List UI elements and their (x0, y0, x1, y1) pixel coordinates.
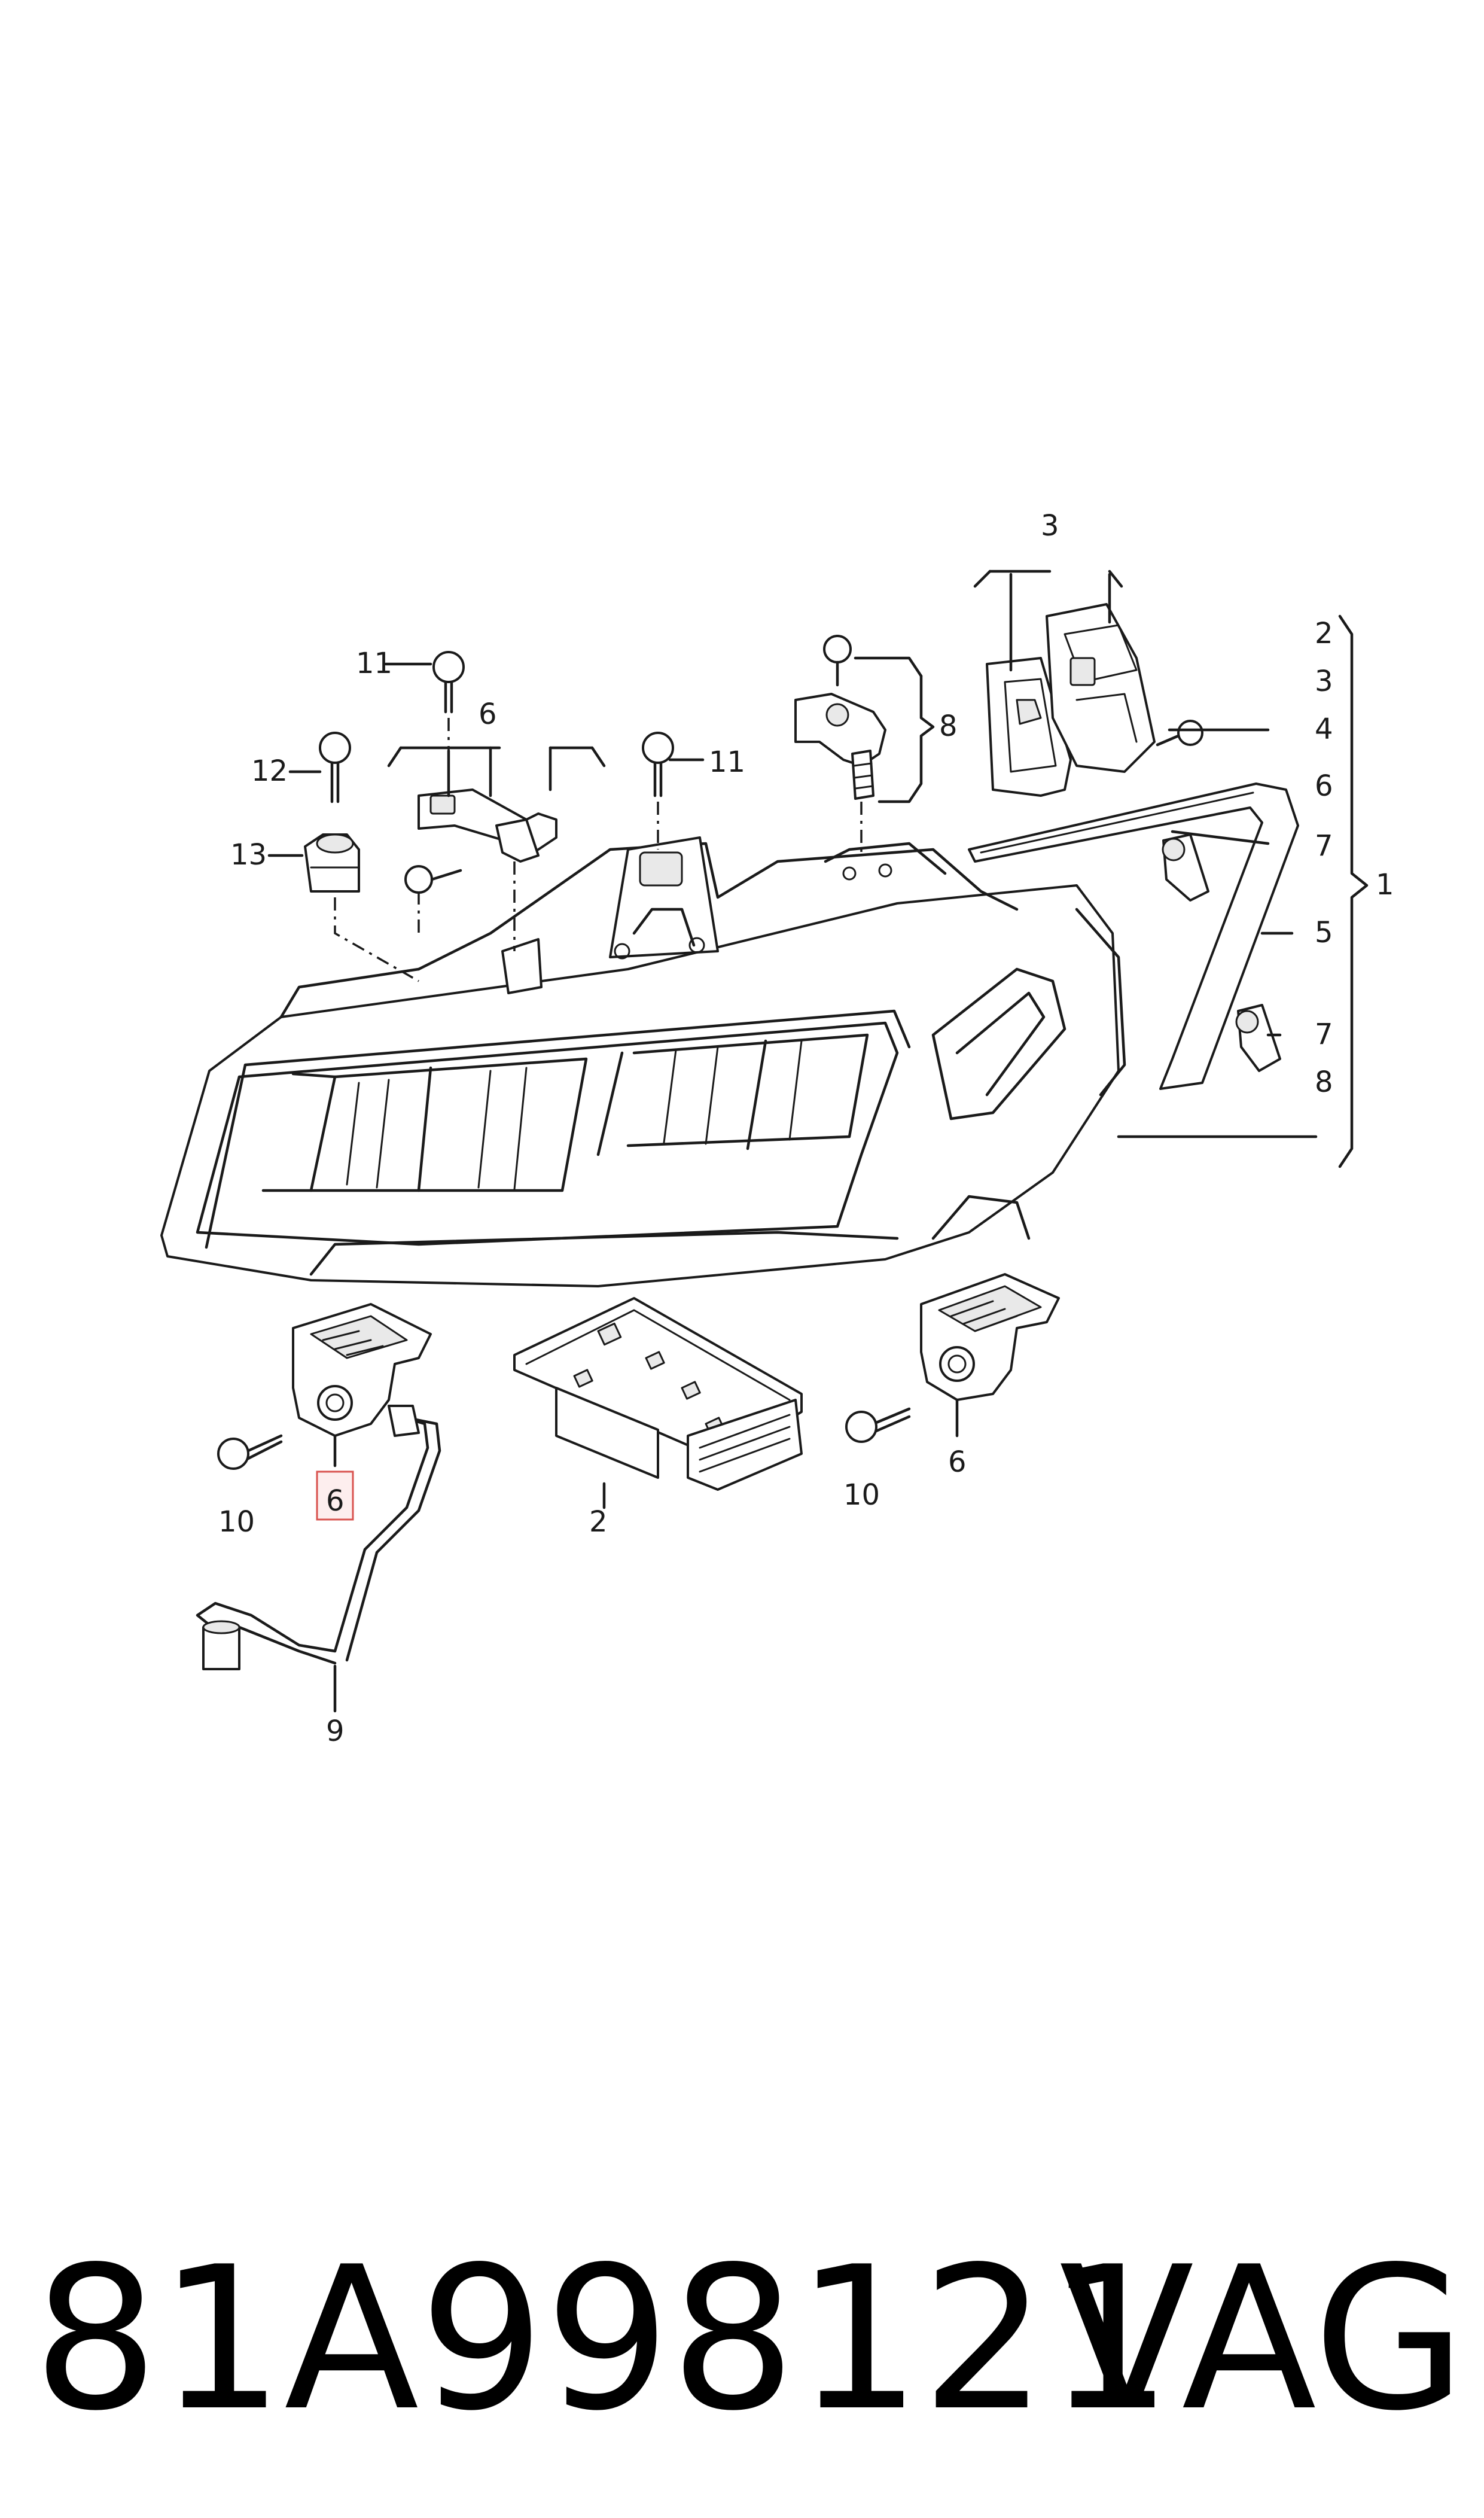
callout-11-left[interactable]: 11 (356, 647, 392, 680)
bracket-6-lower-right (920, 1273, 1060, 1401)
callout-3-top[interactable]: 3 (1041, 509, 1059, 543)
callout-13[interactable]: 13 (230, 838, 267, 872)
screw-4 (1156, 720, 1203, 747)
control-unit-cover (986, 657, 1072, 797)
callout-6-top-bracket[interactable]: 6 (479, 698, 497, 731)
screw-12 (319, 732, 351, 803)
clip-13 (304, 833, 360, 893)
screw-11-left (432, 651, 465, 714)
callout-6-lower-right[interactable]: 6 (948, 1445, 967, 1479)
screw-10-left (217, 1434, 283, 1470)
callout-5[interactable]: 5 (1315, 916, 1333, 949)
headlight-housing (160, 836, 1126, 1287)
cap-7-lower (1235, 1004, 1281, 1072)
callout-2-upper[interactable]: 2 (1315, 617, 1333, 650)
wiring-harness-9 (196, 1405, 441, 1670)
callout-8-upper[interactable]: 8 (939, 710, 958, 743)
screw-11-right (642, 732, 674, 797)
callout-12[interactable]: 12 (251, 754, 288, 788)
part-number: 81A998121 (33, 2224, 1173, 2454)
callout-3-right[interactable]: 3 (1315, 665, 1333, 698)
callout-7-upper[interactable]: 7 (1315, 829, 1333, 863)
callout-6-right-list[interactable]: 6 (1315, 769, 1333, 803)
callout-labels: 1 2 2 3 3 4 5 6 6 6 6 7 7 8 8 9 10 10 11… (218, 509, 1394, 1748)
cap-7-upper (1162, 833, 1209, 902)
brand-name: VAG (1059, 2224, 1466, 2454)
leader-lines (267, 570, 1369, 1713)
assembly-lines (334, 718, 863, 982)
highlighted-callout-frame (316, 1470, 354, 1521)
bracket-8 (794, 693, 886, 800)
callout-2-lower[interactable]: 2 (589, 1505, 608, 1539)
callout-1[interactable]: 1 (1376, 868, 1394, 902)
screw-8-top (823, 635, 852, 687)
callout-10-right[interactable]: 10 (843, 1478, 880, 1512)
screw-6-top (404, 865, 462, 894)
control-module-2 (513, 1297, 803, 1491)
callout-7-lower[interactable]: 7 (1315, 1018, 1333, 1051)
callout-4[interactable]: 4 (1315, 713, 1333, 746)
control-unit-module (1046, 603, 1156, 773)
callout-6-lower-left[interactable]: 6 (326, 1484, 345, 1518)
bracket-6-top (418, 788, 557, 863)
callout-9[interactable]: 9 (326, 1715, 345, 1748)
bracket-6-lower-left (292, 1303, 432, 1437)
light-guide-strip (968, 783, 1299, 1090)
callout-11-right[interactable]: 11 (709, 745, 745, 779)
callout-8-lower[interactable]: 8 (1315, 1065, 1333, 1099)
callout-10-left[interactable]: 10 (218, 1505, 255, 1539)
screw-10-right (845, 1407, 911, 1443)
